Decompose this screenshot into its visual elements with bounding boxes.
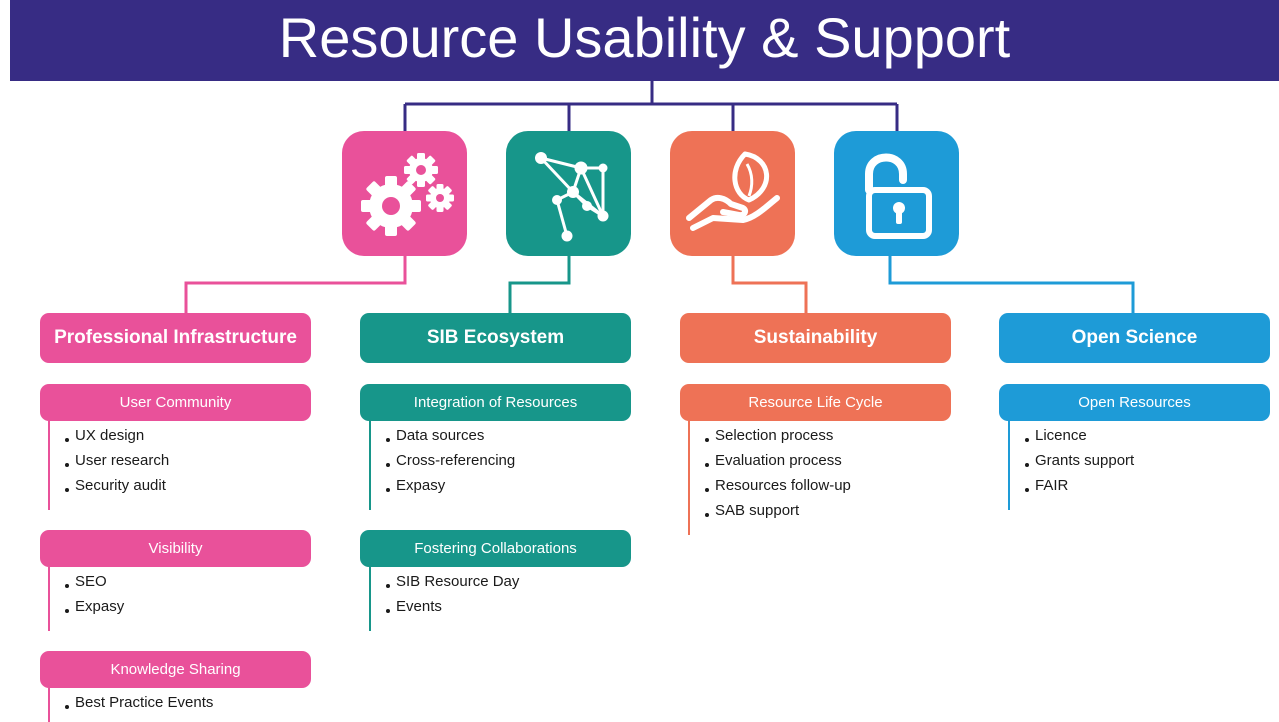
group-line [1008,421,1010,510]
subcategory-knowledge-sharing: Knowledge Sharing [40,651,311,688]
item-list: Best Practice Events [60,690,213,715]
item-list: Selection process Evaluation process Res… [700,423,851,523]
list-item: SAB support [700,498,851,523]
group-line [369,421,371,510]
list-item: Security audit [60,473,169,498]
group-line [369,567,371,631]
subcategory-open-resources: Open Resources [999,384,1270,421]
title-banner: Resource Usability & Support [10,0,1279,81]
list-item: Licence [1020,423,1134,448]
page-title: Resource Usability & Support [278,5,1011,69]
list-item: Expasy [381,473,515,498]
gears-icon [342,131,467,256]
list-item: FAIR [1020,473,1134,498]
subcategory-visibility: Visibility [40,530,311,567]
item-list: SEO Expasy [60,569,124,619]
network-icon [506,131,631,256]
list-item: Best Practice Events [60,690,213,715]
category-sib-ecosystem: SIB Ecosystem [360,313,631,363]
list-item: Data sources [381,423,515,448]
subcategory-fostering-collaborations: Fostering Collaborations [360,530,631,567]
item-list: UX design User research Security audit [60,423,169,498]
list-item: Events [381,594,519,619]
list-item: Selection process [700,423,851,448]
list-item: SEO [60,569,124,594]
group-line [48,567,50,631]
hand-leaf-icon [670,131,795,256]
subcategory-user-community: User Community [40,384,311,421]
list-item: User research [60,448,169,473]
list-item: Resources follow-up [700,473,851,498]
list-item: Cross-referencing [381,448,515,473]
category-professional-infrastructure: Professional Infrastructure [40,313,311,363]
group-line [688,421,690,535]
list-item: UX design [60,423,169,448]
subcategory-integration-of-resources: Integration of Resources [360,384,631,421]
item-list: Data sources Cross-referencing Expasy [381,423,515,498]
list-item: SIB Resource Day [381,569,519,594]
open-lock-icon [834,131,959,256]
list-item: Evaluation process [700,448,851,473]
group-line [48,688,50,722]
category-sustainability: Sustainability [680,313,951,363]
list-item: Expasy [60,594,124,619]
item-list: Licence Grants support FAIR [1020,423,1134,498]
item-list: SIB Resource Day Events [381,569,519,619]
category-open-science: Open Science [999,313,1270,363]
group-line [48,421,50,510]
list-item: Grants support [1020,448,1134,473]
subcategory-resource-life-cycle: Resource Life Cycle [680,384,951,421]
